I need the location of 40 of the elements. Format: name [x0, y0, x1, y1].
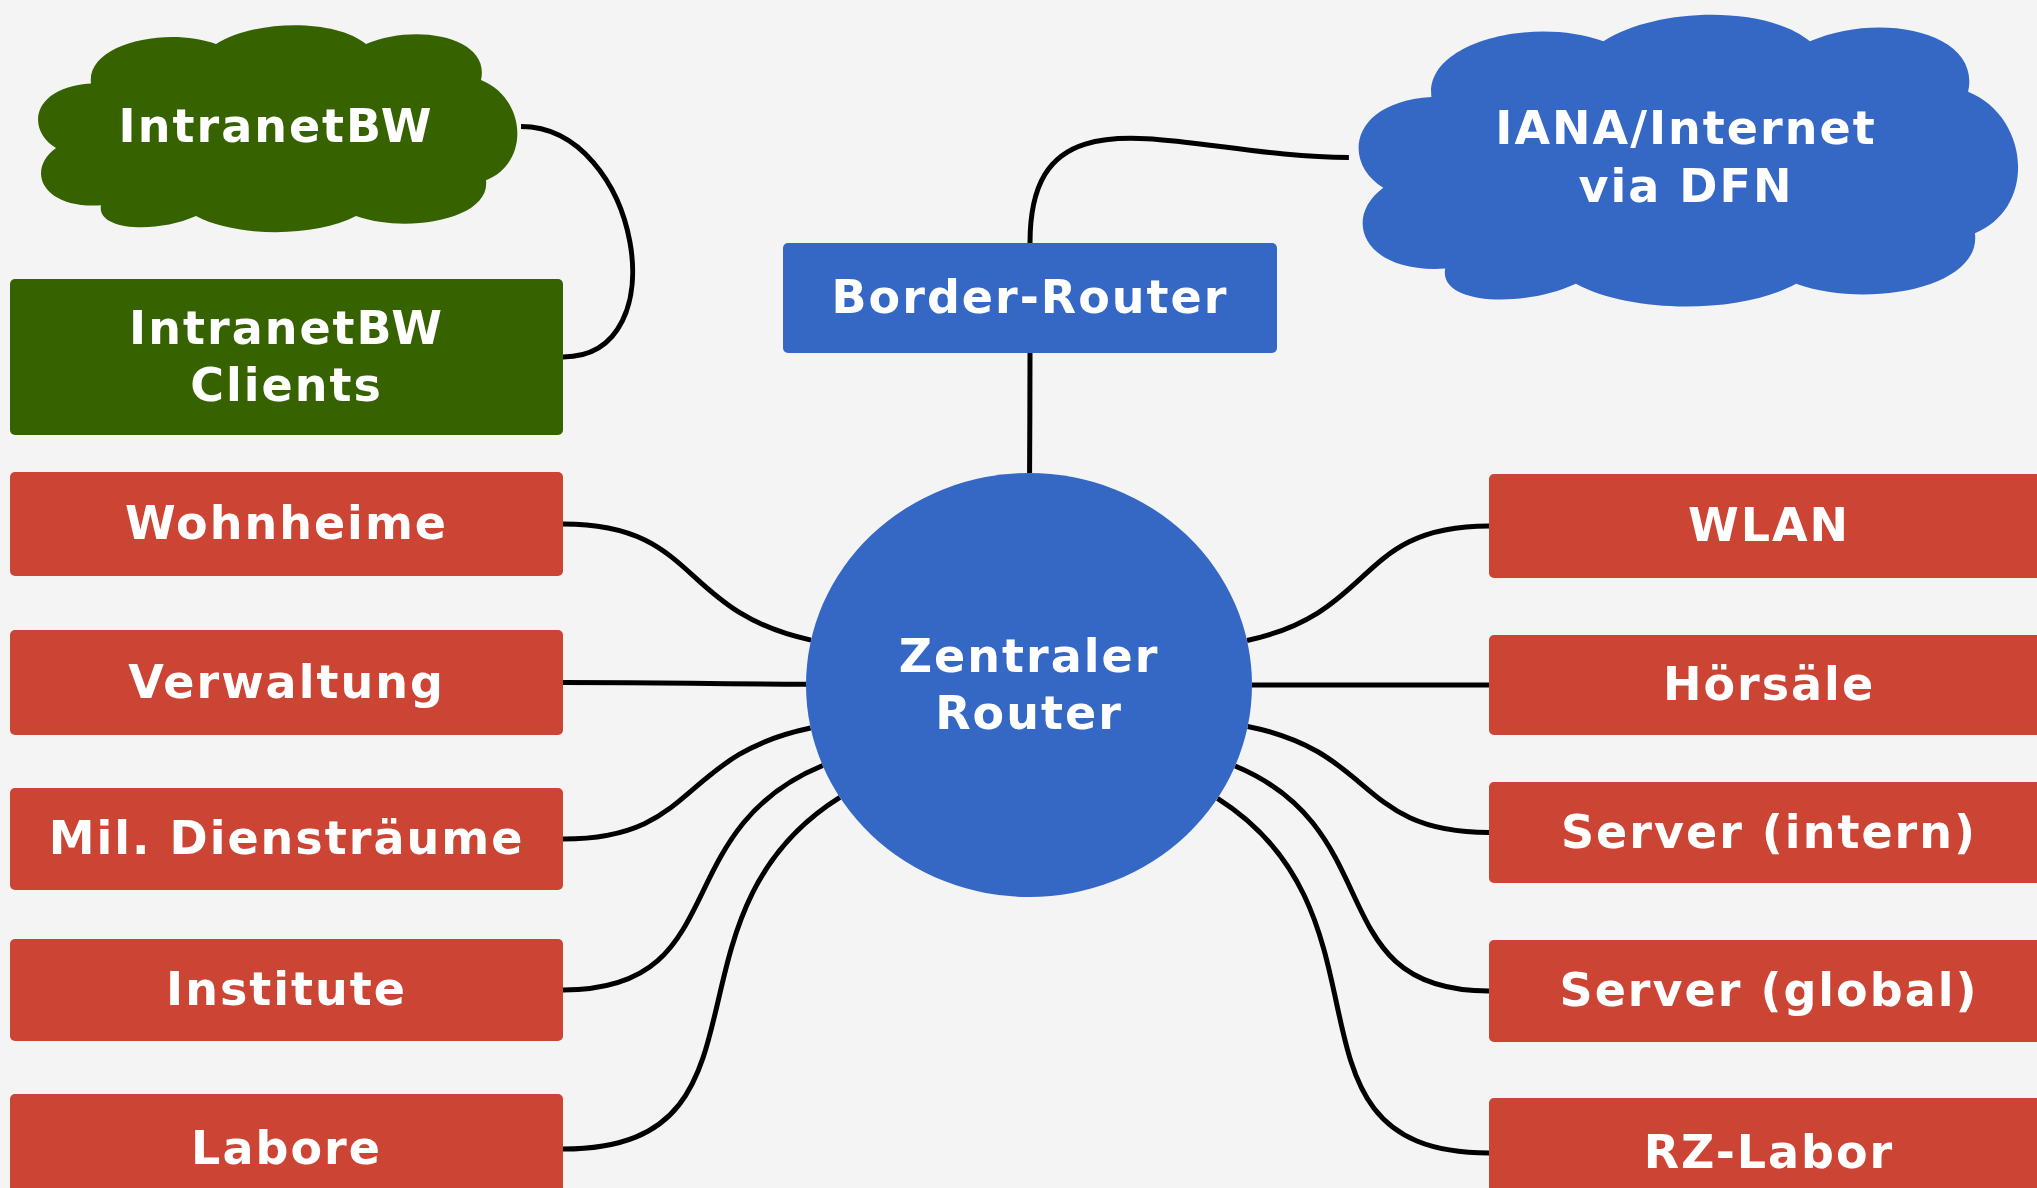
network-box	[10, 788, 563, 890]
connector-line	[1215, 796, 1490, 1156]
network-box	[1489, 635, 2037, 735]
node-label: Zentraler Router	[897, 627, 1161, 742]
node-label: Mil. Diensträume	[48, 810, 525, 868]
connector-line	[562, 725, 812, 842]
node-label: Institute	[166, 961, 407, 1019]
connector-line	[1246, 523, 1490, 643]
node-label: RZ-Labor	[1643, 1124, 1895, 1182]
node-label: IntranetBW	[118, 97, 434, 155]
node-label: Verwaltung	[128, 653, 445, 711]
connector-line	[562, 763, 824, 993]
node-label: Border-Router	[831, 269, 1229, 327]
node-label: IntranetBW Clients	[128, 299, 445, 414]
network-box	[10, 279, 563, 435]
connector-line	[562, 521, 812, 643]
network-box	[10, 939, 563, 1041]
node-label: Wohnheime	[124, 495, 448, 553]
connector-line	[1247, 724, 1490, 835]
connector-line	[1233, 763, 1490, 994]
node-label: Server (global)	[1559, 962, 1979, 1020]
network-box	[783, 243, 1277, 353]
network-box	[10, 630, 563, 735]
connector-line	[1027, 353, 1033, 473]
network-box	[1489, 474, 2037, 578]
node-label: WLAN	[1687, 497, 1851, 555]
network-box	[1489, 782, 2037, 883]
connector-line	[520, 124, 635, 360]
node-label: Hörsäle	[1662, 656, 1876, 714]
node-label: Labore	[191, 1120, 382, 1178]
connector-line	[1252, 682, 1489, 688]
connector-line	[562, 795, 842, 1152]
network-box	[10, 472, 563, 576]
network-box	[10, 1094, 563, 1188]
node-label: IANA/Internet via DFN	[1494, 100, 1878, 215]
network-box	[1489, 1098, 2037, 1188]
network-box	[1489, 940, 2037, 1042]
connector-line	[563, 680, 806, 687]
node-label: Server (intern)	[1560, 803, 1978, 861]
connector-line	[1027, 135, 1349, 244]
